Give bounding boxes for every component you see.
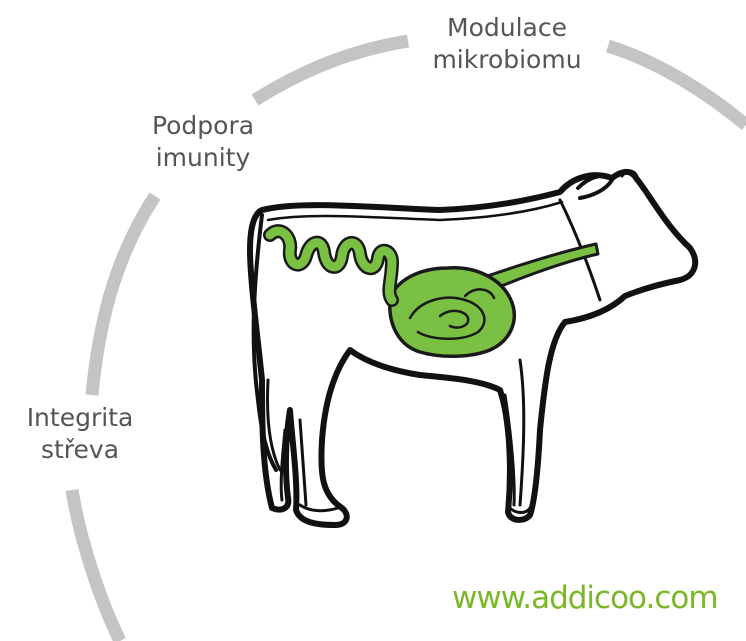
label-line: střeva bbox=[0, 434, 160, 466]
website-link[interactable]: www.addicoo.com bbox=[452, 578, 718, 618]
label-microbiome-modulation: Modulace mikrobiomu bbox=[412, 12, 602, 76]
label-line: imunity bbox=[128, 142, 278, 174]
ring-arc-top bbox=[255, 41, 408, 100]
label-line: mikrobiomu bbox=[412, 44, 602, 76]
ring-arc-top-right bbox=[608, 46, 746, 125]
label-line: Integrita bbox=[0, 402, 160, 434]
ring-arc-left bbox=[92, 196, 155, 395]
label-immunity-support: Podpora imunity bbox=[128, 110, 278, 174]
ring-arc-bottom-left bbox=[72, 490, 120, 641]
label-line: Podpora bbox=[128, 110, 278, 142]
label-line: Modulace bbox=[412, 12, 602, 44]
label-gut-integrity: Integrita střeva bbox=[0, 402, 160, 466]
